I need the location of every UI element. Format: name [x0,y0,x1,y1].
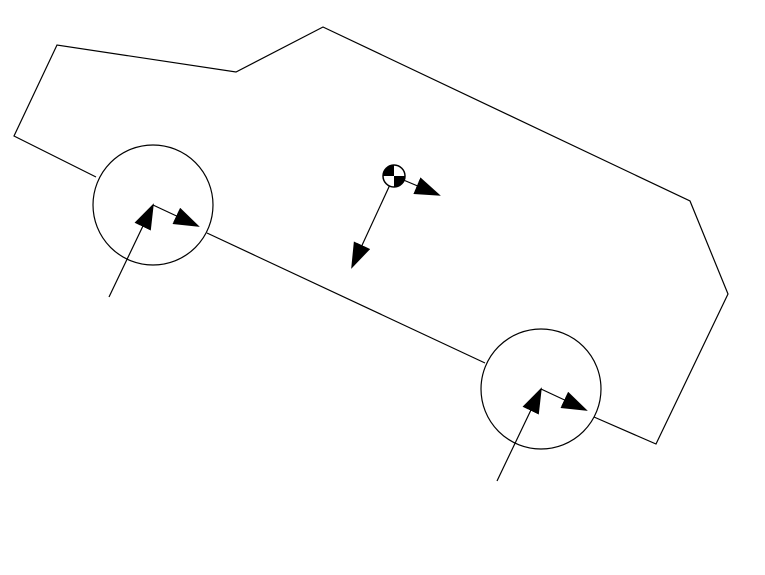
car-underbody-line [206,232,486,364]
gravity-force-arrow [351,175,395,269]
front-wheel-friction-force-arrow [540,388,588,411]
rear-wheel [92,144,214,266]
center-of-mass-icon [382,164,406,188]
front-wheel-normal-force-arrow [496,387,542,482]
rear-wheel-normal-force-arrow [108,203,154,298]
front-wheel [480,328,602,450]
rear-wheel-friction-force-arrow [152,204,200,227]
car-body-outline [13,26,729,445]
